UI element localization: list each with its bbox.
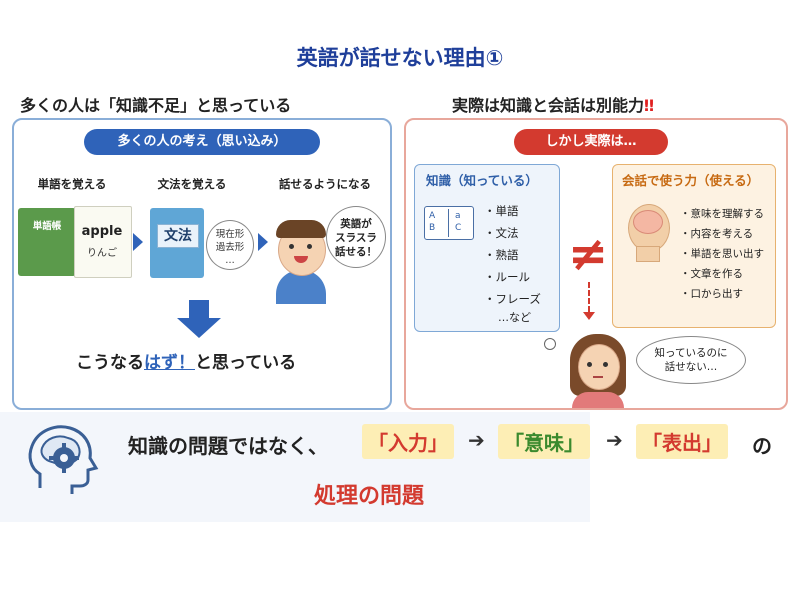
grammar-thought-bubble: 現在形 過去形 … [206, 220, 254, 270]
head-brain-icon [624, 204, 672, 262]
reality-pill: しかし実際は… [514, 129, 668, 155]
knowledge-item: ・単語 [484, 204, 519, 218]
right-heading-text: 実際は知識と会話は別能力 [452, 96, 645, 115]
conclusion-suffix: と思っている [195, 353, 297, 373]
speech-line-1: 英語が [340, 218, 372, 230]
head-gear-icon [22, 418, 108, 498]
summary-band [0, 412, 590, 522]
neck-shape [636, 246, 660, 262]
conclusion-prefix: こうなる [76, 353, 144, 373]
arrow-right-icon [258, 233, 268, 251]
knowledge-more: …など [498, 311, 531, 324]
worry-swirl-icon [544, 338, 556, 350]
speech-line-2: スラスラ [335, 232, 377, 245]
chip-output: 「表出」 [636, 424, 728, 459]
troubled-girl-illustration [566, 330, 630, 408]
arrow-right-icon [133, 233, 143, 251]
dashed-arrow-head-icon [583, 312, 595, 320]
speaking-boy-illustration [270, 214, 332, 304]
speech-bubble: 英語が スラスラ 話せる！ [326, 206, 386, 268]
step-label-vocab: 単語を覚える [37, 177, 107, 191]
down-arrow-shaft [189, 300, 209, 320]
thought-bubble: 知っているのに 話せない… [636, 336, 746, 384]
girl-mouth [593, 376, 603, 378]
belief-pill: 多くの人の考え（思い込み） [84, 129, 320, 155]
boy-eye-left [289, 244, 294, 249]
girl-eye-right [603, 362, 608, 367]
book-reading: りんご [87, 248, 117, 259]
thought-line-1: 知っているのに [654, 347, 728, 359]
boy-hair [276, 220, 326, 238]
dashed-arrow-line [588, 282, 590, 312]
ability-item: ・口から出す [680, 288, 743, 300]
boy-mouth [294, 256, 308, 263]
bubble-line-more: … [225, 254, 235, 266]
brain-shape [633, 210, 663, 234]
right-heading: 実際は知識と会話は別能力‼ [452, 92, 654, 116]
step-label-speak: 話せるようになる [279, 177, 371, 191]
belief-conclusion: こうなるはず！と思っている [76, 348, 296, 373]
book-cover-green [18, 208, 76, 276]
knowledge-item: ・ルール [484, 270, 530, 284]
boy-eye-right [307, 244, 312, 249]
knowledge-item: ・フレーズ [484, 292, 541, 306]
summary-particle: の [752, 434, 772, 458]
ability-item: ・意味を理解する [680, 208, 764, 220]
chip-meaning: 「意味」 [498, 424, 590, 459]
knowledge-list: ・単語 ・文法 ・熟語 ・ルール ・フレーズ [484, 200, 541, 310]
knowledge-item: ・文法 [484, 226, 519, 240]
girl-shirt [572, 392, 624, 408]
ability-item: ・文章を作る [680, 268, 743, 280]
not-equal-icon: ≠ [568, 226, 609, 282]
page-title: 英語が話せない理由① [296, 46, 504, 70]
vocabulary-book-icon: 単語帳 apple りんご [18, 206, 132, 278]
speaking-ability-title: 会話で使う力（使える） [622, 173, 760, 188]
chip-input: 「入力」 [362, 424, 454, 459]
thought-line-2: 話せない… [664, 361, 718, 374]
conclusion-highlight: はず！ [144, 353, 195, 373]
ability-item: ・内容を考える [680, 228, 754, 240]
summary-problem: 処理の問題 [314, 484, 425, 509]
summary-lead: 知識の問題ではなく、 [128, 434, 328, 458]
step-label-grammar: 文法を覚える [157, 177, 227, 191]
ability-item: ・単語を思い出す [680, 248, 764, 260]
knowledge-box [414, 164, 560, 332]
book-page [74, 206, 132, 278]
speaking-ability-list: ・意味を理解する ・内容を考える ・単語を思い出す ・文章を作る ・口から出す [680, 204, 764, 304]
book-word: apple [81, 224, 123, 239]
exclamation-icon: ‼ [644, 96, 655, 115]
arrow-right-icon: ➔ [606, 428, 623, 452]
bubble-line-present: 現在形 [215, 229, 245, 240]
book-cover-label: 単語帳 [32, 221, 62, 232]
book-spine [448, 209, 449, 237]
head-gear-svg [28, 425, 99, 494]
girl-eye-left [587, 362, 592, 367]
left-heading: 多くの人は「知識不足」と思っている [20, 96, 292, 115]
knowledge-title: 知識（知っている） [426, 173, 538, 188]
girl-face [578, 344, 620, 390]
bubble-line-past: 過去形 [215, 241, 245, 253]
speech-line-3: 話せる！ [335, 246, 377, 259]
down-arrow-icon [177, 318, 221, 338]
grammar-book-label: 文法 [157, 224, 199, 248]
knowledge-item: ・熟語 [484, 248, 519, 262]
arrow-right-icon: ➔ [468, 428, 485, 452]
